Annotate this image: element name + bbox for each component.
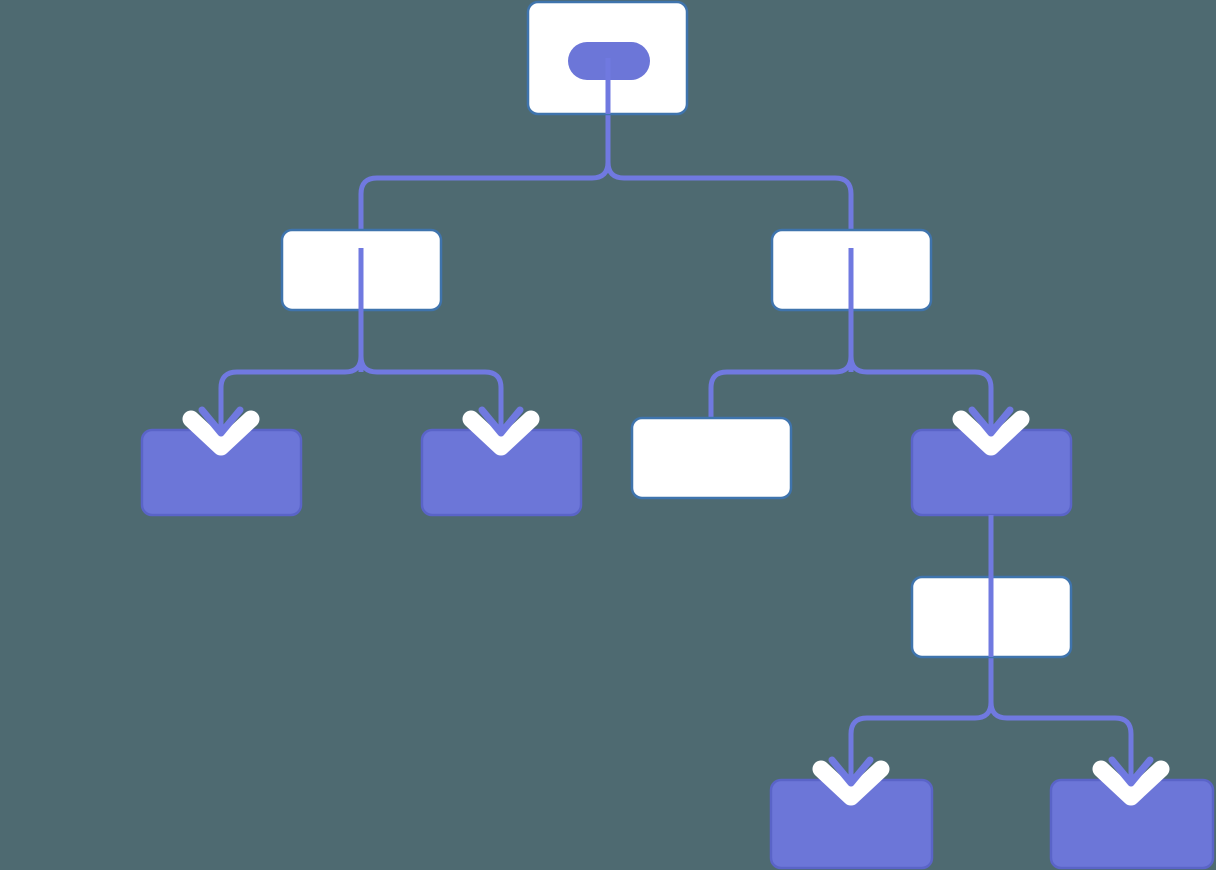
- arrow-halo-chevron-e-l4-g: [1092, 760, 1170, 806]
- leaf-node-c[interactable]: [630, 416, 793, 500]
- arrowhead-e-l4-g: [1108, 756, 1154, 787]
- arrow-halo-chevron-e-l2left-a: [182, 410, 260, 456]
- arrowhead-e-l2right-d: [968, 406, 1014, 437]
- connector-line-e-root-l2left: [358, 114, 611, 230]
- arrow-halo-chevron-e-l2left-b: [462, 410, 540, 456]
- arrow-halo-chevron-e-l4-f: [812, 760, 890, 806]
- connector-line-e-l2right-c: [708, 310, 854, 418]
- arrowhead-e-l2left-b: [478, 406, 524, 437]
- arrow-halo-chevron-e-l2right-d: [952, 410, 1030, 456]
- arrowhead-layer: [182, 406, 1170, 806]
- arrowhead-e-l4-f: [828, 756, 874, 787]
- leaf-node-c-shape[interactable]: [630, 416, 793, 500]
- arrowhead-e-l2left-a: [198, 406, 244, 437]
- node-layer: [140, 0, 1215, 870]
- connector-overlay-layer: [358, 58, 994, 657]
- connector-line-e-l4-g: [988, 657, 1134, 781]
- connector-line-e-root-l2right: [605, 114, 854, 230]
